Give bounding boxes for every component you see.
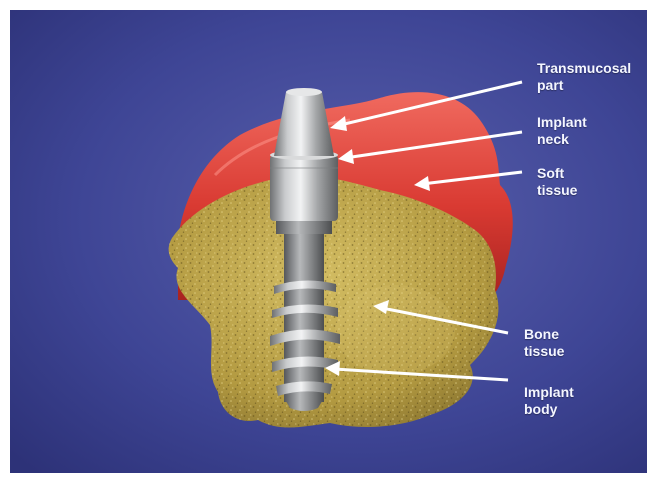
label-implant-body: Implant body <box>524 384 574 418</box>
label-bone-tissue: Bone tissue <box>524 326 564 360</box>
label-implant-neck: Implant neck <box>537 114 587 148</box>
implant-neck-part <box>270 155 338 221</box>
bone-highlight <box>335 285 455 375</box>
label-soft-tissue: Soft tissue <box>537 165 577 199</box>
label-transmucosal-part: Transmucosal part <box>537 60 631 94</box>
abutment-top <box>286 88 322 96</box>
implant-shaft <box>284 232 324 402</box>
